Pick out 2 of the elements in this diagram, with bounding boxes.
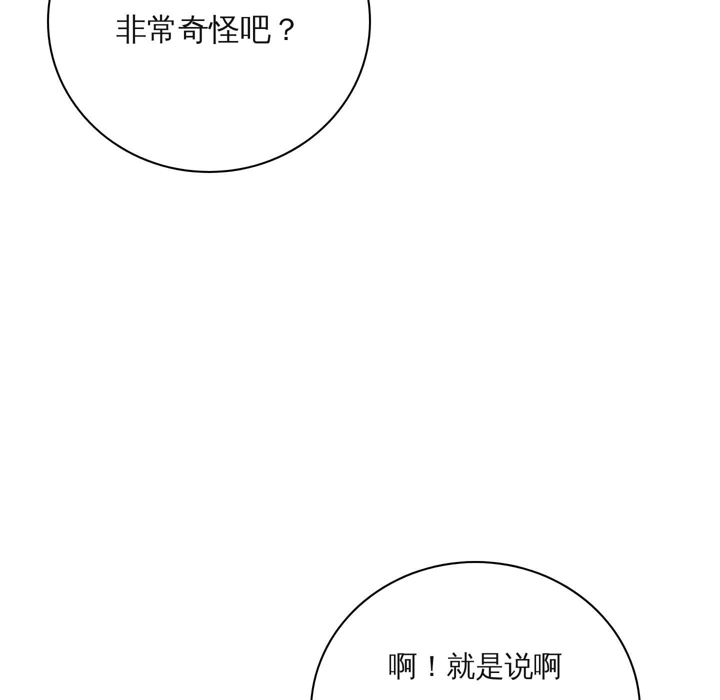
bubble-text: 非常奇怪吧？ xyxy=(115,12,303,50)
bubble-text: 啊！就是说啊 xyxy=(388,649,564,684)
